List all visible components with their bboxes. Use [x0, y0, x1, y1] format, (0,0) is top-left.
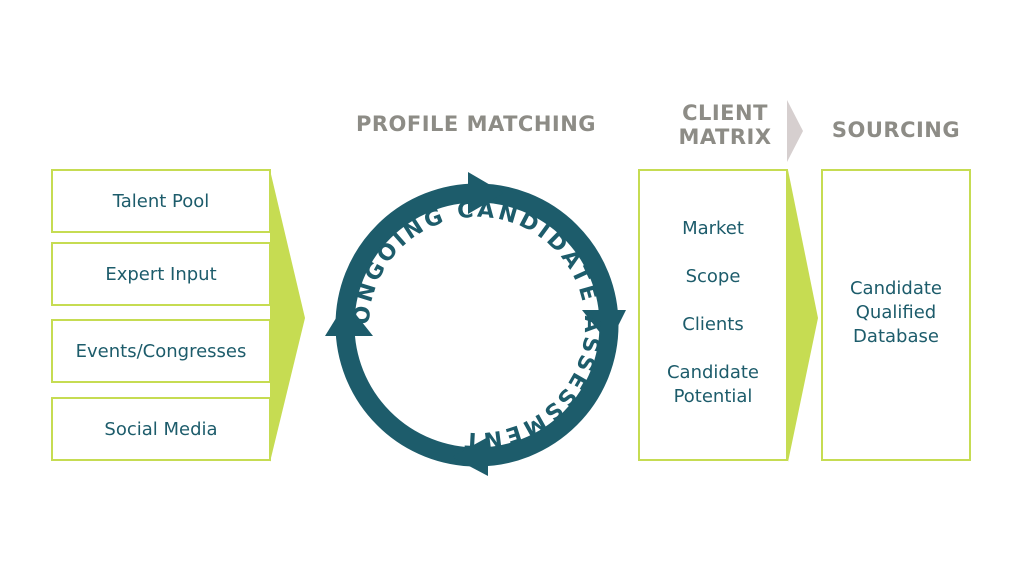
chevron-right-icon — [787, 100, 803, 162]
client-matrix-heading: CLIENT MATRIX — [668, 101, 782, 149]
client-matrix-item-candidate: Candidate — [666, 362, 760, 383]
matrix-to-sourcing-arrow — [788, 170, 818, 462]
input-box-social-media: Social Media — [51, 397, 271, 461]
client-matrix-item-market: Market — [682, 218, 744, 239]
sourcing-heading: SOURCING — [831, 118, 961, 142]
client-matrix-item-potential: Potential — [673, 386, 753, 407]
cycle-arrowhead-top — [468, 172, 504, 214]
profile-matching-heading: PROFILE MATCHING — [355, 112, 597, 136]
client-matrix-item-scope: Scope — [685, 266, 741, 287]
sourcing-item-candidate: Candidate — [849, 278, 943, 299]
input-box-events-congresses: Events/Congresses — [51, 319, 271, 383]
input-label: Events/Congresses — [75, 340, 247, 362]
input-label: Talent Pool — [112, 190, 210, 212]
sourcing-box: Candidate Qualified Database — [821, 169, 971, 461]
client-matrix-item-clients: Clients — [682, 314, 744, 335]
cycle-ring — [335, 183, 619, 467]
client-matrix-box: Market Scope Clients Candidate Potential — [638, 169, 788, 461]
input-label: Expert Input — [105, 263, 217, 285]
client-matrix-heading-line1: CLIENT — [682, 101, 768, 125]
sourcing-item-database: Database — [853, 326, 939, 347]
input-label: Social Media — [104, 418, 218, 440]
inputs-arrow — [270, 170, 305, 462]
cycle-arrowhead-left — [325, 302, 373, 336]
client-matrix-heading-line2: MATRIX — [678, 125, 772, 150]
cycle-arrowhead-bottom — [452, 437, 488, 476]
input-box-expert-input: Expert Input — [51, 242, 271, 306]
input-box-talent-pool: Talent Pool — [51, 169, 271, 233]
cycle-arrowhead-right — [582, 310, 626, 344]
sourcing-item-qualified: Qualified — [855, 302, 937, 323]
